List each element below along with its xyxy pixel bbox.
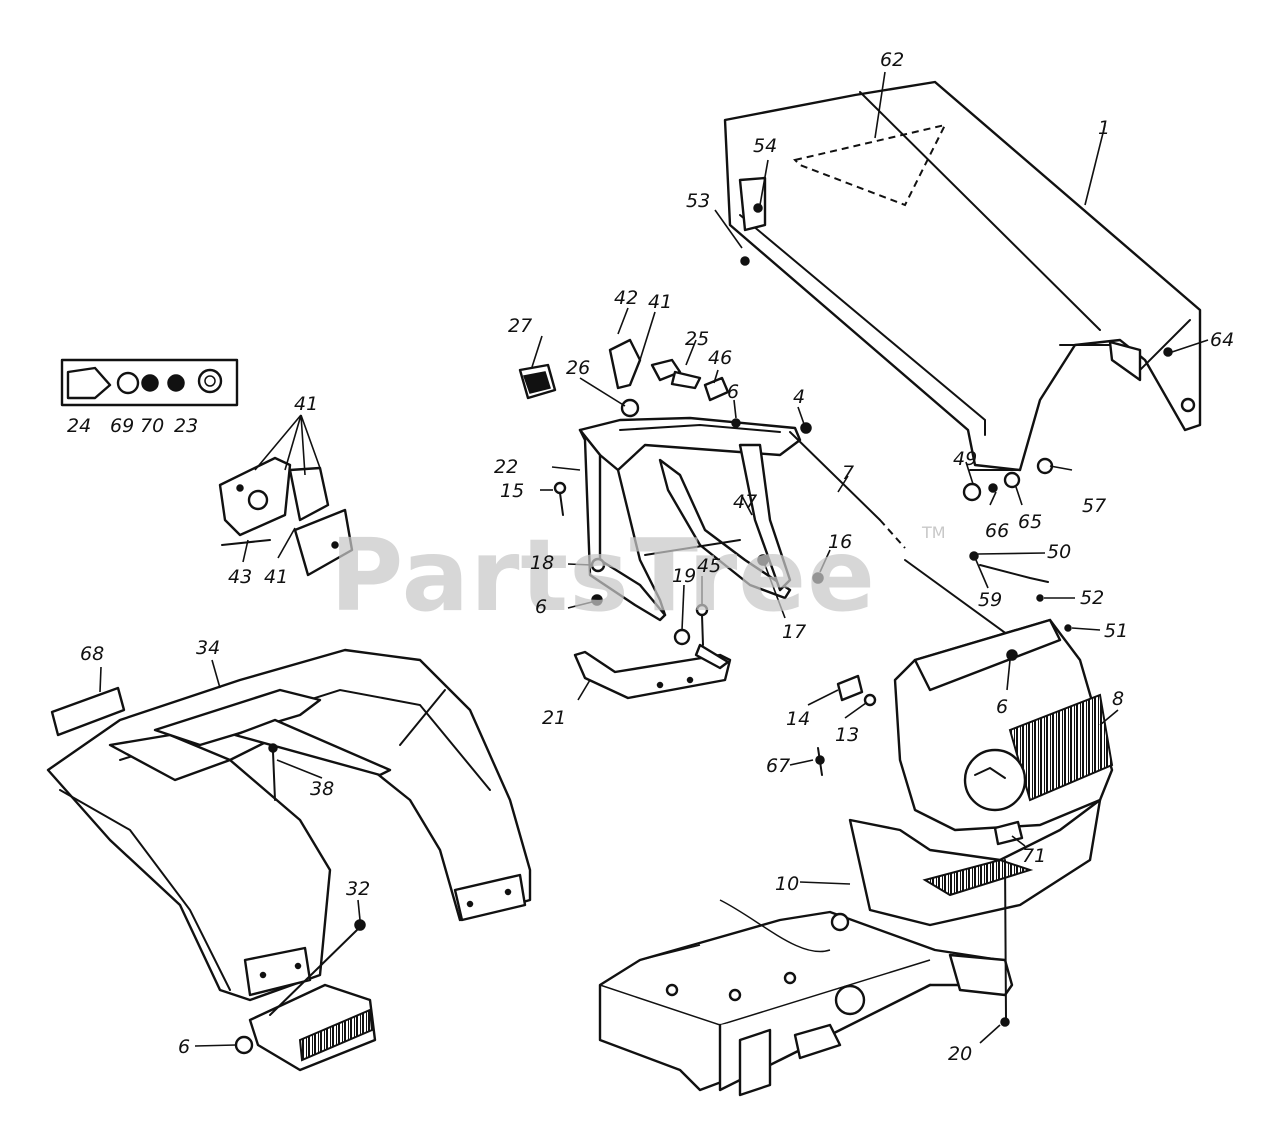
grille-nose[interactable] <box>848 618 1114 927</box>
callout-41c[interactable]: 41 <box>264 566 288 588</box>
callout-22[interactable]: 22 <box>494 456 518 478</box>
watermark-text: PartsTree <box>330 517 876 634</box>
callout-21[interactable]: 21 <box>542 707 566 729</box>
callout-24[interactable]: 24 <box>67 415 91 437</box>
callouts: 62 1 54 53 64 42 41 27 25 46 26 6 4 22 1… <box>67 49 1234 1065</box>
callout-64[interactable]: 64 <box>1210 329 1234 351</box>
callout-70[interactable]: 70 <box>140 415 164 437</box>
callout-53[interactable]: 53 <box>686 190 710 212</box>
callout-18[interactable]: 18 <box>530 552 554 574</box>
switch-kit-inset[interactable] <box>60 358 239 407</box>
callout-27[interactable]: 27 <box>508 315 532 337</box>
callout-57[interactable]: 57 <box>1082 495 1106 517</box>
support-bracket[interactable] <box>573 643 732 700</box>
callout-51[interactable]: 51 <box>1104 620 1128 642</box>
callout-34[interactable]: 34 <box>196 637 220 659</box>
callout-66[interactable]: 66 <box>985 520 1009 542</box>
callout-32[interactable]: 32 <box>346 878 370 900</box>
callout-26[interactable]: 26 <box>566 357 590 379</box>
callout-49[interactable]: 49 <box>953 448 977 470</box>
callout-65[interactable]: 65 <box>1018 511 1042 533</box>
decal[interactable] <box>50 686 126 737</box>
callout-20[interactable]: 20 <box>948 1043 972 1065</box>
callout-52[interactable]: 52 <box>1080 587 1104 609</box>
callout-17[interactable]: 17 <box>782 621 806 643</box>
callout-7[interactable]: 7 <box>842 462 854 484</box>
callout-67[interactable]: 67 <box>766 755 790 777</box>
watermark: PartsTree TM <box>330 517 946 634</box>
callout-10[interactable]: 10 <box>775 873 799 895</box>
hood-insulation-outline <box>793 123 947 207</box>
headlight-hardware[interactable] <box>815 674 877 776</box>
fender[interactable] <box>46 648 532 1002</box>
callout-62[interactable]: 62 <box>880 49 904 71</box>
callout-23[interactable]: 23 <box>174 415 198 437</box>
dash-bracket[interactable] <box>578 416 802 622</box>
callout-47[interactable]: 47 <box>733 491 757 513</box>
callout-59[interactable]: 59 <box>978 589 1002 611</box>
callout-6[interactable]: 6 <box>727 381 739 403</box>
callout-41b[interactable]: 41 <box>294 393 318 415</box>
callout-38[interactable]: 38 <box>310 778 334 800</box>
callout-46[interactable]: 46 <box>708 347 732 369</box>
callout-15[interactable]: 15 <box>500 480 524 502</box>
callout-1[interactable]: 1 <box>1098 117 1110 139</box>
callout-6b[interactable]: 6 <box>535 596 547 618</box>
callout-68[interactable]: 68 <box>80 643 104 665</box>
choke-cable[interactable] <box>962 457 1072 632</box>
callout-45[interactable]: 45 <box>697 555 721 577</box>
callout-42[interactable]: 42 <box>614 287 638 309</box>
light-switch-bracket[interactable] <box>218 456 354 577</box>
callout-54[interactable]: 54 <box>753 135 777 157</box>
throttle-control[interactable] <box>608 338 741 428</box>
callout-41[interactable]: 41 <box>648 291 672 313</box>
hood-hardware[interactable] <box>738 176 1173 357</box>
callout-4[interactable]: 4 <box>793 386 805 408</box>
frame[interactable] <box>598 859 1014 1097</box>
watermark-trademark: TM <box>921 523 946 542</box>
callout-14[interactable]: 14 <box>786 708 810 730</box>
callout-16[interactable]: 16 <box>828 531 852 553</box>
callout-25[interactable]: 25 <box>685 328 709 350</box>
steering-rod[interactable] <box>789 422 1016 641</box>
callout-50[interactable]: 50 <box>1047 541 1071 563</box>
callout-43[interactable]: 43 <box>228 566 252 588</box>
callout-19[interactable]: 19 <box>672 565 696 587</box>
callout-71[interactable]: 71 <box>1022 845 1046 867</box>
callout-8[interactable]: 8 <box>1112 688 1124 710</box>
callout-13[interactable]: 13 <box>835 724 859 746</box>
callout-6c[interactable]: 6 <box>996 696 1008 718</box>
step-plate[interactable] <box>234 919 377 1072</box>
dash-hardware[interactable] <box>553 481 824 646</box>
leader-lines <box>99 71 1209 1047</box>
callout-69[interactable]: 69 <box>110 415 134 437</box>
ignition-switch[interactable] <box>518 363 557 400</box>
hood-part[interactable] <box>723 80 1202 472</box>
callout-6d[interactable]: 6 <box>178 1036 190 1058</box>
